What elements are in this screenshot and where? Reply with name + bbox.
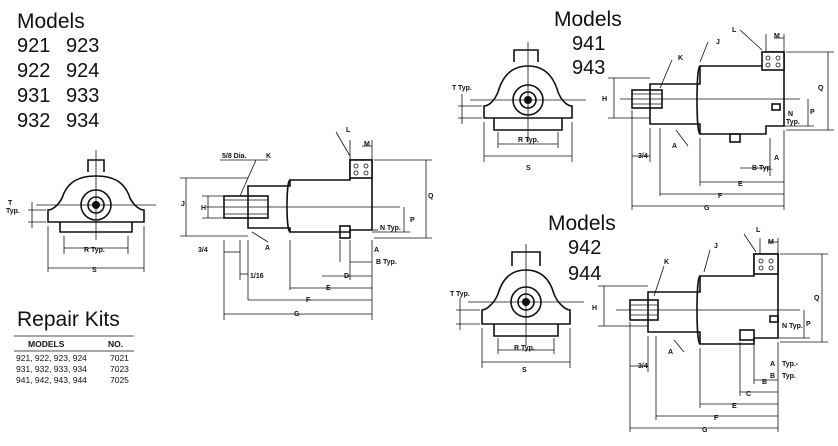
g3-dim-r-typ: R Typ.: [514, 345, 535, 352]
g2-dim-e: E: [738, 181, 743, 188]
group1-heading: Models: [17, 10, 85, 33]
g2-dim-a2: A: [774, 155, 779, 162]
repair-row-3-models: 941, 942, 943, 944: [16, 375, 87, 385]
g2-dim-g: G: [704, 205, 710, 212]
dim-j: J: [181, 201, 185, 208]
model-942: 942: [568, 237, 601, 259]
g3-dim-a: A: [668, 349, 673, 356]
g3-dim-h: H: [592, 305, 597, 312]
g2-dim-l: L: [732, 27, 737, 34]
group1-side-view: [180, 131, 432, 320]
g3-dim-typ-dash: Typ.-: [782, 361, 799, 368]
g3-dim-a2: A: [770, 361, 775, 368]
dim-m: M: [364, 141, 370, 148]
repair-row-3-no: 7025: [110, 375, 129, 385]
g2-dim-a: A: [672, 143, 677, 150]
model-934: 934: [66, 110, 99, 132]
g3-dim-b-r: B: [770, 373, 775, 380]
repair-row-2-no: 7023: [110, 364, 129, 374]
g3-dim-3-4: 3/4: [638, 363, 648, 370]
dim-f: F: [306, 297, 311, 304]
repair-col-no: NO.: [108, 339, 123, 349]
repair-row-1-models: 921, 922, 923, 924: [16, 353, 87, 363]
g3-dim-t-typ: Typ.: [456, 291, 470, 298]
g2-dim-m: M: [774, 33, 780, 40]
g2-dim-n: N: [788, 111, 793, 118]
model-931: 931: [17, 85, 50, 107]
g3-dim-p: P: [806, 321, 811, 328]
g3-dim-k: K: [664, 259, 669, 266]
dim-s: S: [92, 267, 97, 274]
g2-dim-h: H: [602, 96, 607, 103]
g2-dim-k: K: [678, 55, 683, 62]
dim-5-8-dia: 5/8 Dia.: [222, 153, 247, 160]
g2-dim-3-4: 3/4: [638, 153, 648, 160]
group2-end-view: [458, 42, 586, 162]
model-922: 922: [17, 60, 50, 82]
model-943: 943: [572, 57, 605, 79]
dim-t: T: [8, 200, 13, 207]
g3-dim-q: Q: [814, 295, 820, 302]
model-941: 941: [572, 33, 605, 55]
g2-dim-q: Q: [818, 85, 824, 92]
repair-row-1-no: 7021: [110, 353, 129, 363]
g2-dim-s: S: [526, 165, 531, 172]
dim-a: A: [265, 245, 270, 252]
dim-k: K: [266, 153, 271, 160]
model-944: 944: [568, 263, 601, 285]
dim-q: Q: [428, 193, 434, 200]
dim-1-16: 1/16: [250, 273, 264, 280]
group1-end-view: [28, 150, 156, 272]
model-932: 932: [17, 110, 50, 132]
g3-dim-typ-dot: Typ.: [782, 373, 796, 380]
g3-dim-b: B: [762, 379, 767, 386]
g3-dim-l: L: [756, 227, 761, 234]
model-924: 924: [66, 60, 99, 82]
dim-g: G: [294, 311, 300, 318]
dim-l: L: [346, 127, 351, 134]
g2-dim-p: P: [810, 109, 815, 116]
g3-dim-t: T: [450, 291, 455, 298]
dim-n-typ: N Typ.: [380, 225, 401, 232]
g3-dim-f: F: [714, 415, 719, 422]
group3-end-view: [456, 244, 584, 368]
model-923: 923: [66, 35, 99, 57]
g3-dim-j: J: [714, 243, 718, 250]
g2-dim-typ: Typ.: [786, 119, 800, 126]
dim-p: P: [410, 217, 415, 224]
dim-a2: A: [374, 247, 379, 254]
g2-dim-j: J: [716, 39, 720, 46]
g2-dim-b-typ: B Typ.: [752, 165, 773, 172]
dim-r-typ: R Typ.: [84, 247, 105, 254]
dim-b-typ: B Typ.: [376, 259, 397, 266]
g3-dim-c: C: [746, 391, 751, 398]
g3-dim-g: G: [702, 427, 708, 434]
g2-dim-f: F: [718, 193, 723, 200]
g3-dim-s: S: [522, 367, 527, 374]
g2-dim-r-typ: R Typ.: [518, 137, 539, 144]
repair-kits-title: Repair Kits: [17, 308, 120, 331]
repair-row-2-models: 931, 932, 933, 934: [16, 364, 87, 374]
group3-side-view: [598, 233, 828, 432]
dim-e: E: [326, 285, 331, 292]
model-933: 933: [66, 85, 99, 107]
group3-heading: Models: [548, 212, 616, 235]
g3-dim-e: E: [732, 403, 737, 410]
dim-3-4: 3/4: [198, 247, 208, 254]
g2-dim-t-typ: Typ.: [458, 85, 472, 92]
group2-side-view: [608, 29, 834, 210]
repair-col-models: MODELS: [28, 339, 65, 349]
dim-t-typ: Typ.: [6, 208, 20, 215]
dim-d: D: [344, 273, 349, 280]
g2-dim-t: T: [452, 85, 457, 92]
g3-dim-m: M: [768, 239, 774, 246]
group2-heading: Models: [554, 8, 622, 31]
dim-h: H: [201, 205, 206, 212]
model-921: 921: [17, 35, 50, 57]
g3-dim-n-typ: N Typ.: [782, 323, 803, 330]
